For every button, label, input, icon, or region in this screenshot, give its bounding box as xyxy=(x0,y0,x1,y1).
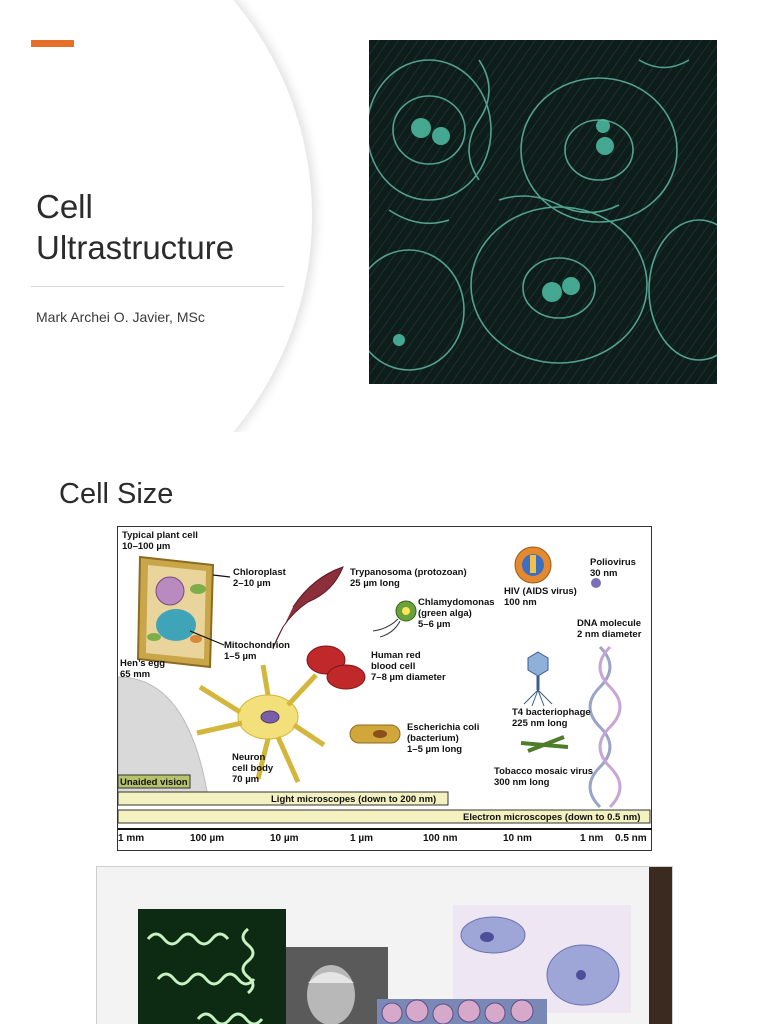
label-poliovirus: Poliovirus 30 nm xyxy=(590,557,636,579)
label-mitochondrion: Mitochondrion 1–5 µm xyxy=(224,640,290,662)
stained-cells-micrograph xyxy=(453,905,631,1013)
label-chloroplast: Chloroplast 2–10 µm xyxy=(233,567,286,589)
scale-tick: 1 mm xyxy=(118,833,145,844)
label-hiv: HIV (AIDS virus) 100 nm xyxy=(504,586,577,608)
author-name: Mark Archei O. Javier, MSc xyxy=(36,309,205,325)
label-neuron: Neuron cell body 70 µm xyxy=(232,752,274,785)
scientist-portrait xyxy=(286,947,388,1024)
neuron-icon xyxy=(196,664,326,784)
title-divider xyxy=(31,286,284,287)
light-microscope-bar xyxy=(118,791,449,806)
unaided-vision-bar xyxy=(118,774,191,789)
t4-bacteriophage-icon xyxy=(523,651,553,707)
scale-tick: 10 nm xyxy=(503,833,532,844)
scale-tick: 1 µm xyxy=(350,833,373,844)
label-red-blood-cell: Human red blood cell 7–8 µm diameter xyxy=(371,650,446,683)
label-t4: T4 bacteriophage 225 nm long xyxy=(512,707,591,729)
cell-size-illustration xyxy=(118,546,652,830)
label-tmv: Tobacco mosaic virus 300 nm long xyxy=(494,766,594,788)
scale-tick: 0.5 nm xyxy=(615,833,647,844)
plant-tissue-micrograph xyxy=(377,999,547,1024)
scale-tick: 1 nm xyxy=(580,833,604,844)
title-slide: Cell Ultrastructure Mark Archei O. Javie… xyxy=(0,0,768,432)
slide-title: Cell Ultrastructure xyxy=(36,188,235,266)
label-trypanosoma: Trypanosoma (protozoan) 25 µm long xyxy=(350,567,467,589)
slide-edge-photo xyxy=(649,867,672,1024)
label-dna: DNA molecule 2 nm diameter xyxy=(577,618,642,640)
electron-microscope-bar xyxy=(118,809,651,824)
accent-bar xyxy=(31,40,74,47)
cell-micrograph-image xyxy=(369,40,717,384)
poliovirus-icon xyxy=(591,578,601,588)
trypanosoma-icon xyxy=(272,566,344,650)
title-panel-curve xyxy=(0,0,312,432)
label-plant-cell: Typical plant cell 10–100 µm xyxy=(122,530,198,552)
slide-title: Cell Size xyxy=(59,478,174,510)
tobacco-mosaic-virus-icon xyxy=(520,735,569,753)
label-light-microscopes: Light microscopes (down to 200 nm) xyxy=(271,794,437,805)
hiv-icon xyxy=(514,546,552,584)
label-hens-egg: Hen’s egg 65 mm xyxy=(120,658,166,680)
scale-tick: 10 µm xyxy=(270,833,299,844)
micrograph-collage-slide xyxy=(96,866,673,1024)
cell-micrograph-art xyxy=(369,40,717,384)
scale-tick: 100 µm xyxy=(190,833,225,844)
label-ecoli: Escherichia coli (bacterium) 1–5 µm long xyxy=(407,722,480,755)
dna-icon xyxy=(588,645,612,809)
scale-tick: 100 nm xyxy=(423,833,458,844)
label-unaided-vision: Unaided vision xyxy=(120,777,188,788)
cell-size-slide: Cell Size xyxy=(0,452,768,852)
cell-size-figure: Typical plant cell 10–100 µm Chloroplast… xyxy=(117,526,652,851)
spirochete-micrograph xyxy=(138,909,286,1024)
plant-cell-icon xyxy=(136,555,215,669)
ecoli-icon xyxy=(349,724,401,744)
label-chlamydomonas: Chlamydomonas (green alga) 5–6 µm xyxy=(418,597,495,630)
label-electron-microscopes: Electron microscopes (down to 0.5 nm) xyxy=(463,812,641,823)
chlamydomonas-icon xyxy=(372,600,417,638)
